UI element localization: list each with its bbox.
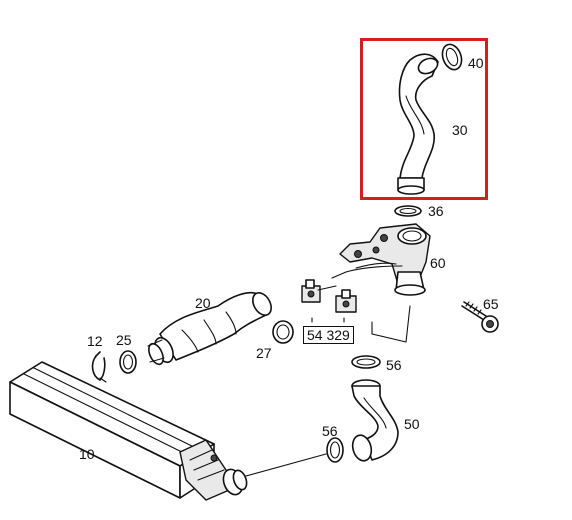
label-27: 27 — [256, 345, 272, 361]
seal-ring-36 — [394, 205, 422, 217]
label-36: 36 — [428, 203, 444, 219]
label-65: 65 — [483, 296, 499, 312]
highlight-box — [360, 38, 488, 200]
bolt-65 — [461, 301, 499, 333]
label-56-upper: 56 — [386, 357, 402, 373]
label-30: 30 — [452, 122, 468, 138]
label-12: 12 — [87, 333, 103, 349]
label-40: 40 — [468, 55, 484, 71]
label-54329: 54 329 — [303, 326, 354, 344]
seal-ring-56-upper — [351, 355, 381, 369]
hose-20 — [147, 291, 272, 366]
hose-30 — [397, 53, 439, 195]
seal-ring-56-lower — [326, 437, 344, 463]
clamp-12 — [91, 351, 107, 383]
label-10: 10 — [79, 446, 95, 462]
sensor-54329 — [301, 279, 357, 313]
intercooler-10 — [9, 361, 248, 501]
leader-lines — [311, 305, 411, 343]
label-56-lower: 56 — [322, 423, 338, 439]
label-60: 60 — [430, 255, 446, 271]
connector-line — [245, 453, 327, 477]
seal-ring-40 — [441, 43, 463, 71]
seal-ring-27 — [272, 320, 294, 344]
hose-50 — [351, 379, 399, 462]
seal-ring-25 — [119, 350, 137, 374]
label-20: 20 — [195, 295, 211, 311]
label-25: 25 — [116, 332, 132, 348]
label-50: 50 — [404, 416, 420, 432]
intake-housing-60 — [331, 223, 431, 296]
